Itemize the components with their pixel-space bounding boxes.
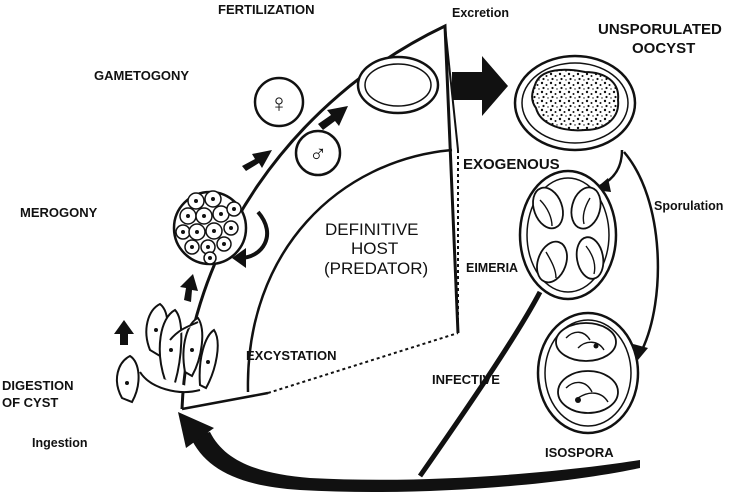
sporozoite-nuclei <box>125 328 210 385</box>
male-gamete <box>294 129 342 177</box>
label-excystation: EXCYSTATION <box>246 348 337 363</box>
label-sporulation: Sporulation <box>654 199 723 213</box>
arrow-to-merogony <box>114 320 134 345</box>
arrow-to-zygote <box>318 106 348 130</box>
label-unsporulated-1: UNSPORULATED <box>598 21 722 38</box>
label-host: HOST <box>351 239 398 258</box>
sector-divider-solid <box>444 25 459 151</box>
label-exogenous: EXOGENOUS <box>463 156 560 173</box>
label-eimeria: EIMERIA <box>466 261 518 275</box>
label-infective: INFECTIVE <box>432 372 500 387</box>
female-icon: ♀ <box>269 88 289 118</box>
label-isospora: ISOSPORA <box>545 445 614 460</box>
excretion-arrow <box>452 56 508 116</box>
unsporulated-sporont <box>531 68 620 132</box>
label-digestion-2: OF CYST <box>2 395 58 410</box>
label-digestion-1: DIGESTION <box>2 378 74 393</box>
inner-host-arc <box>246 148 453 393</box>
unsporulated-oocyst-wall <box>521 62 629 144</box>
sporozoites <box>115 302 219 404</box>
merogony-cycle-arrowhead <box>232 248 246 268</box>
label-unsporulated-2: OOCYST <box>632 40 695 57</box>
eimeria-oocyst <box>518 169 618 301</box>
sporulation-arrow-isospora <box>623 151 660 351</box>
ingestion-arrow <box>190 432 640 493</box>
label-ingestion: Ingestion <box>32 436 88 450</box>
arrow-to-meront <box>180 274 198 302</box>
zygote-oocyst-inner <box>364 63 432 107</box>
label-definitive: DEFINITIVE <box>325 220 419 239</box>
label-gametogony: GAMETOGONY <box>94 68 189 83</box>
label-merogony: MEROGONY <box>20 205 98 220</box>
arrow-to-male <box>242 150 272 171</box>
label-excretion: Excretion <box>452 6 509 20</box>
sporulation-arrow-eimeria <box>599 149 624 188</box>
label-fertilization: FERTILIZATION <box>218 2 315 17</box>
eimeria-to-ingestion-line <box>417 290 543 478</box>
zygote-oocyst <box>356 55 440 115</box>
female-gamete <box>253 76 305 128</box>
isospora-oocyst <box>536 311 640 435</box>
male-icon: ♂ <box>309 141 327 168</box>
sector-base-solid <box>181 391 269 411</box>
sector-base-dashed <box>267 332 459 394</box>
label-predator: (PREDATOR) <box>324 259 428 278</box>
meront-cluster <box>172 190 248 266</box>
ingestion-arrowhead <box>178 412 214 448</box>
